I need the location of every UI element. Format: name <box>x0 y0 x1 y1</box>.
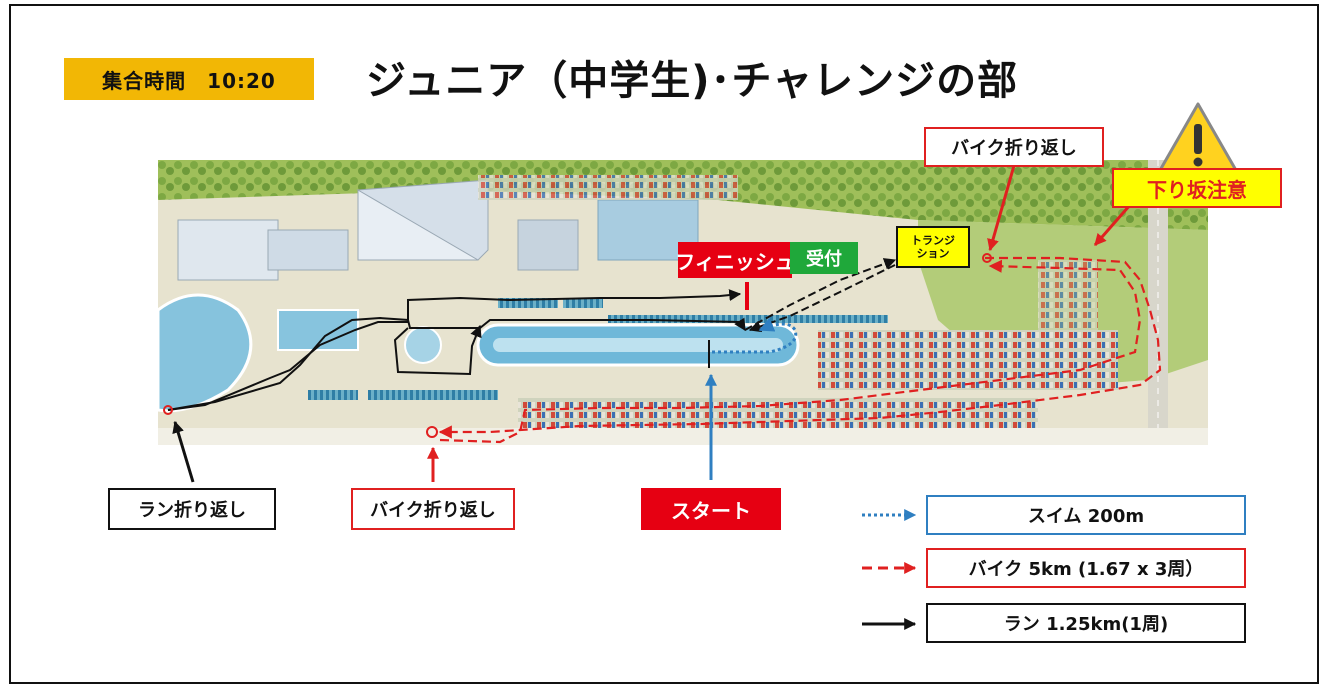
parking-lot-right <box>818 330 1118 390</box>
legend-run: ラン 1.25km(1周) <box>926 603 1246 643</box>
legend-swim: スイム 200m <box>926 495 1246 535</box>
page-title: ジュニア（中学生)･チャレンジの部 <box>366 58 1019 104</box>
finish-label: フィニッシュ <box>675 242 795 278</box>
legend-bike: バイク 5km (1.67 x 3周） <box>926 548 1246 588</box>
parking-lot-bottom <box>518 398 1038 428</box>
bike-turn-top-label: バイク折り返し <box>924 127 1104 167</box>
course-map <box>158 160 1208 445</box>
start-label: スタート <box>641 488 781 530</box>
run-turn-label: ラン折り返し <box>108 488 276 530</box>
bike-turn-bottom-label: バイク折り返し <box>351 488 515 530</box>
meeting-time-badge: 集合時間 10:20 <box>64 58 314 100</box>
transition-label: トランジ ション <box>896 226 970 268</box>
reception-label: 受付 <box>790 242 858 274</box>
downhill-caution-label: 下り坂注意 <box>1112 168 1282 208</box>
